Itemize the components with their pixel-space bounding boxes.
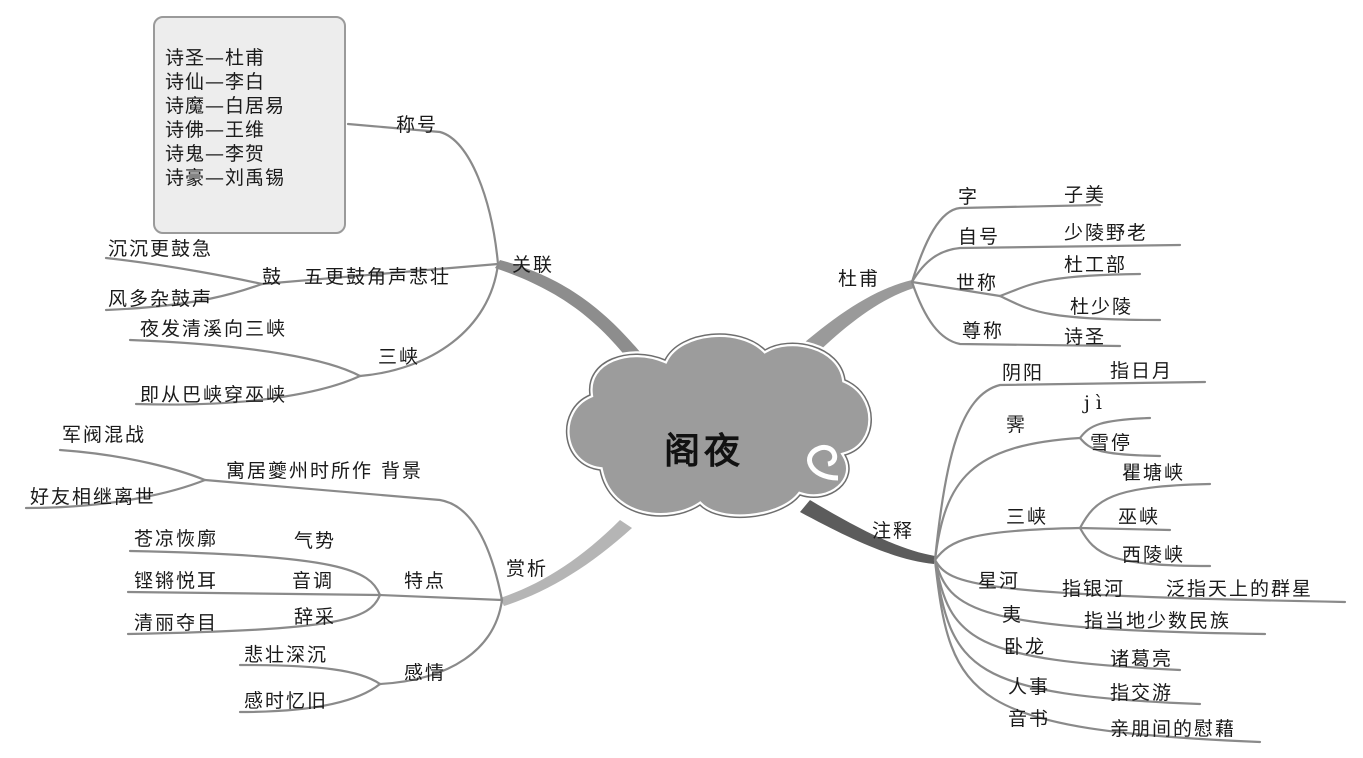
zhushi-key: 人事: [1008, 676, 1051, 698]
zhushi-value: 指当地少数民族: [1084, 610, 1232, 632]
branch-label-tedian: 特点: [404, 570, 447, 592]
zhushi-value: 诸葛亮: [1110, 648, 1174, 670]
main-branch-zhushi: [800, 500, 935, 564]
dufu-key: 字: [958, 186, 980, 208]
tedian-key: 气势: [294, 530, 337, 552]
zhushi-key: 音书: [1008, 708, 1051, 730]
zhushi-value: 亲朋间的慰藉: [1110, 718, 1237, 740]
zhushi-value: 指日月: [1110, 360, 1174, 382]
dufu-value: 杜工部: [1064, 254, 1128, 276]
zhushi-value: 瞿塘峡: [1122, 462, 1186, 484]
sanxia-sub: 夜发清溪向三峡: [140, 318, 288, 340]
chenghao-item: 诗仙—李白: [165, 71, 266, 93]
zhushi-value: 指银河: [1062, 578, 1126, 600]
zhushi-value: 雪停: [1090, 432, 1133, 454]
beijing-sub: 好友相继离世: [30, 486, 157, 508]
sanxia-sub: 即从巴峡穿巫峡: [140, 384, 288, 406]
dufu-key: 自号: [958, 226, 1001, 248]
zhushi-key: 星河: [978, 570, 1021, 592]
main-branch-shangxi: [500, 520, 632, 606]
center-title: 阁夜: [664, 430, 745, 472]
zhushi-value: 指交游: [1110, 682, 1174, 704]
zhushi-key: 霁: [1006, 414, 1028, 436]
gu-sub: 沉沉更鼓急: [108, 238, 214, 260]
branch-label-beijing: 寓居夔州时所作 背景: [226, 460, 424, 482]
branch-label-guanlian: 关联: [512, 254, 555, 276]
zhushi-value: 巫峡: [1118, 506, 1161, 528]
tedian-value: 清丽夺目: [134, 612, 219, 634]
zhushi-key: 三峡: [1006, 506, 1049, 528]
branch-label-dufu: 杜甫: [838, 268, 881, 290]
dufu-value: 少陵野老: [1064, 222, 1149, 244]
zhushi-pinyin: jì: [1084, 392, 1108, 414]
dufu-value: 子美: [1064, 184, 1107, 206]
zhushi-key: 夷: [1002, 604, 1024, 626]
tedian-key: 音调: [292, 570, 335, 592]
dufu-key: 尊称: [962, 320, 1005, 342]
main-branch-dufu: [790, 280, 914, 365]
dufu-key: 世称: [956, 272, 999, 294]
chenghao-box: 诗圣—杜甫 诗仙—李白 诗魔—白居易 诗佛—王维 诗鬼—李贺 诗豪—刘禹锡: [153, 16, 346, 234]
ganqing-sub: 悲壮深沉: [244, 644, 329, 666]
branch-label-sanxia-guanlian: 三峡: [378, 346, 421, 368]
chenghao-item: 诗佛—王维: [165, 119, 266, 141]
branch-label-chenghao: 称号: [396, 114, 439, 136]
branch-label-zhushi: 注释: [872, 520, 915, 542]
dufu-value: 杜少陵: [1070, 296, 1134, 318]
zhushi-value: 西陵峡: [1122, 544, 1186, 566]
cloud-shape: [563, 331, 875, 521]
chenghao-item: 诗鬼—李贺: [165, 143, 266, 165]
chenghao-item: 诗魔—白居易: [165, 95, 286, 117]
zhushi-key: 卧龙: [1004, 636, 1047, 658]
gu-sub: 风多杂鼓声: [108, 288, 214, 310]
tedian-value: 铿锵悦耳: [134, 570, 219, 592]
beijing-sub: 军阀混战: [62, 424, 147, 446]
tedian-key: 辞采: [294, 606, 337, 628]
zhushi-key: 阴阳: [1002, 362, 1045, 384]
tedian-value: 苍凉恢廓: [134, 528, 219, 550]
dufu-value: 诗圣: [1064, 326, 1107, 348]
chenghao-item: 诗圣—杜甫: [165, 47, 266, 69]
branch-label-gu: 鼓: [262, 266, 284, 288]
gu-detail: 五更鼓角声悲壮: [304, 266, 452, 288]
ganqing-sub: 感时忆旧: [244, 690, 329, 712]
zhushi-extra: 泛指天上的群星: [1166, 578, 1314, 600]
branch-label-shangxi: 赏析: [506, 558, 549, 580]
chenghao-item: 诗豪—刘禹锡: [165, 167, 286, 189]
branch-label-ganqing: 感情: [404, 662, 447, 684]
